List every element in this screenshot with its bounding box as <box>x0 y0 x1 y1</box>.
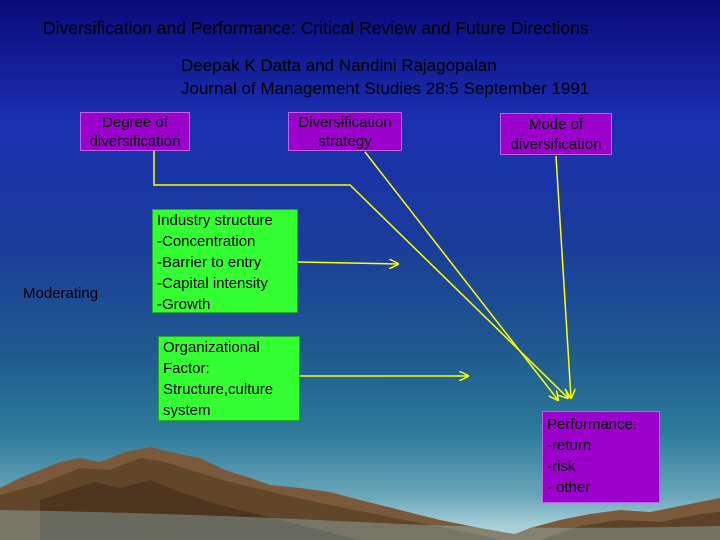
journal-citation: Journal of Management Studies 28:5 Septe… <box>181 79 589 99</box>
box-line: Organizational <box>163 337 299 358</box>
moderating-label: Moderating <box>23 285 98 302</box>
degree-of-diversification-box: Degree of diversification <box>80 112 190 151</box>
industry-structure-box: Industry structure -Concentration -Barri… <box>152 209 298 313</box>
box-line: - other <box>547 477 659 498</box>
diversification-strategy-box: Diversification strategy <box>288 112 402 151</box>
box-line: -Capital intensity <box>157 273 297 294</box>
box-line: Degree of <box>81 113 189 132</box>
box-line: system <box>163 400 299 421</box>
box-line: Mode of <box>501 115 611 135</box>
slide-title: Diversification and Performance: Critica… <box>43 18 589 39</box>
box-line: -return <box>547 435 659 456</box>
box-line: Industry structure <box>157 210 297 231</box>
performance-box: Performance: -return -risk - other <box>542 411 660 503</box>
box-line: Performance: <box>547 414 659 435</box>
box-line: strategy <box>289 132 401 151</box>
box-line: -risk <box>547 456 659 477</box>
box-line: diversification <box>81 132 189 151</box>
box-line: -Barrier to entry <box>157 252 297 273</box>
box-line: -Concentration <box>157 231 297 252</box>
organizational-factor-box: Organizational Factor: Structure,culture… <box>158 336 300 421</box>
box-line: Diversification <box>289 113 401 132</box>
box-line: Factor: <box>163 358 299 379</box>
box-line: -Growth <box>157 294 297 315</box>
mode-of-diversification-box: Mode of diversification <box>500 113 612 155</box>
box-line: Structure,culture <box>163 379 299 400</box>
box-line: diversification <box>501 135 611 155</box>
authors-line: Deepak K Datta and Nandini Rajagopalan <box>181 56 497 76</box>
